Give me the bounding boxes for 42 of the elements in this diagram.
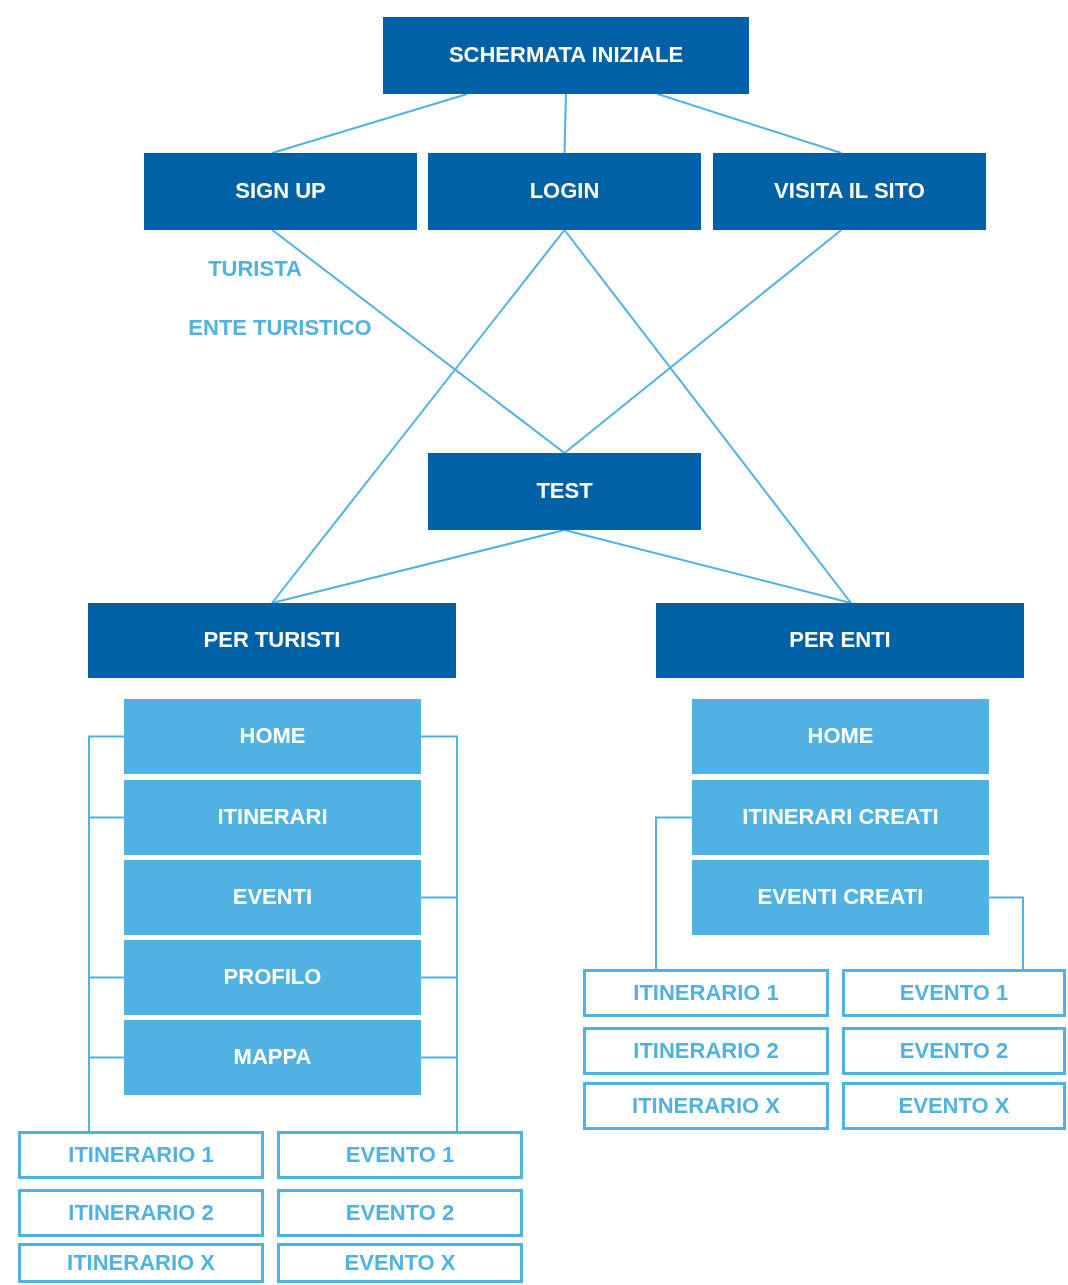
section-box: LOGIN — [428, 153, 701, 230]
item-box: ITINERARIO 1 — [18, 1131, 264, 1179]
connector-line — [420, 1056, 458, 1132]
item-box: EVENTO X — [277, 1243, 523, 1283]
item-box: EVENTO 1 — [277, 1131, 523, 1179]
connector-line — [563, 229, 853, 604]
page-box: ITINERARI CREATI — [692, 780, 989, 855]
section-box: VISITA IL SITO — [713, 153, 986, 230]
connector-line — [655, 816, 693, 970]
item-box: EVENTO X — [842, 1082, 1066, 1130]
section-box: SIGN UP — [144, 153, 417, 230]
connector-line — [988, 896, 1024, 970]
item-box: EVENTO 2 — [842, 1027, 1066, 1075]
page-box: ITINERARI — [124, 780, 421, 855]
page-box: HOME — [124, 699, 421, 774]
item-box: EVENTO 2 — [277, 1189, 523, 1237]
option-label: ENTE TURISTICO — [188, 315, 372, 341]
connector-line — [563, 93, 567, 154]
connector-line — [88, 1056, 125, 1132]
page-box: EVENTI CREATI — [692, 860, 989, 935]
page-box: EVENTI — [124, 860, 421, 935]
page-box: MAPPA — [124, 1020, 421, 1095]
connector-line — [271, 229, 566, 604]
connector-line — [271, 93, 469, 154]
section-box: PER ENTI — [656, 603, 1024, 678]
item-box: EVENTO 1 — [842, 969, 1066, 1017]
item-box: ITINERARIO X — [18, 1243, 264, 1283]
section-box: SCHERMATA INIZIALE — [383, 17, 749, 94]
section-box: TEST — [428, 453, 701, 530]
item-box: ITINERARIO 2 — [583, 1027, 829, 1075]
connector-line — [563, 229, 843, 454]
page-box: PROFILO — [124, 940, 421, 1015]
item-box: ITINERARIO X — [583, 1082, 829, 1130]
section-box: PER TURISTI — [88, 603, 456, 678]
page-box: HOME — [692, 699, 989, 774]
connector-line — [271, 529, 566, 604]
item-box: ITINERARIO 2 — [18, 1189, 264, 1237]
connector-line — [563, 529, 853, 604]
connector-line — [271, 229, 566, 454]
connector-line — [656, 93, 843, 154]
item-box: ITINERARIO 1 — [583, 969, 829, 1017]
option-label: TURISTA — [208, 256, 302, 282]
